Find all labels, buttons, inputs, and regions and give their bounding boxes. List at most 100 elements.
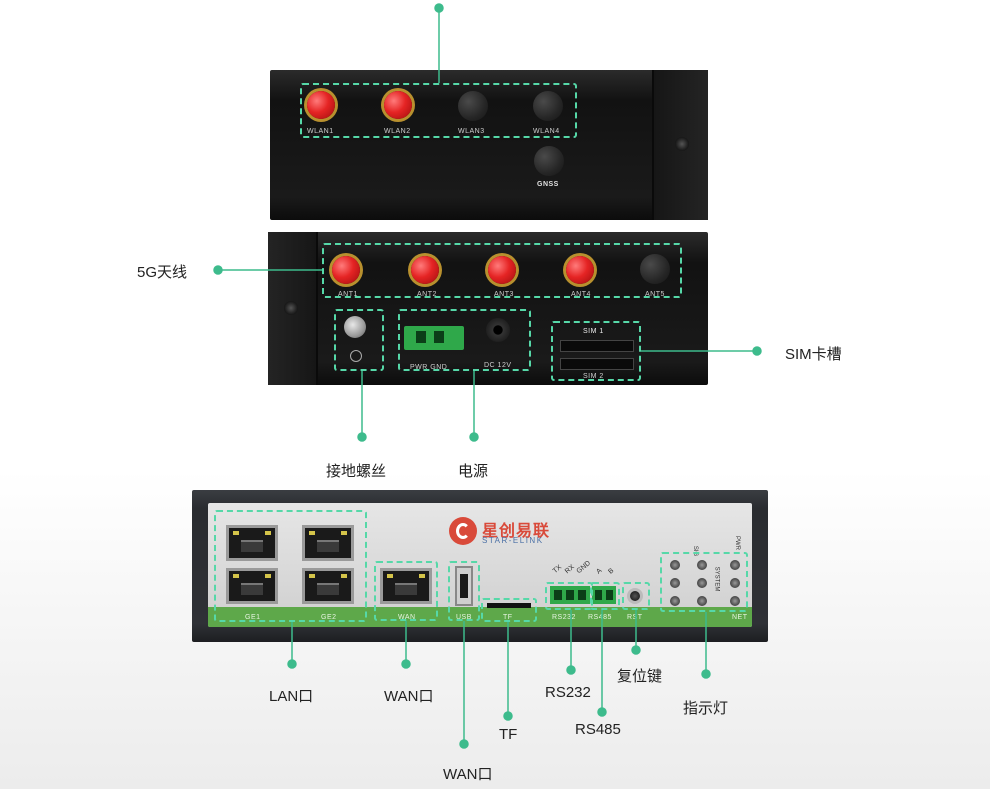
- wlan-antenna-group-outline: [300, 83, 577, 138]
- led-6-icon: [697, 596, 707, 606]
- wlan2-antenna-connector-icon: [384, 91, 412, 119]
- antenna-5g-leader-dot: [213, 265, 223, 275]
- lan-port-2-bottom-icon: [302, 568, 354, 604]
- led-8-icon: [730, 578, 740, 588]
- usb-port-icon: [455, 566, 473, 606]
- led-9-icon: [730, 596, 740, 606]
- brand-name-en: STAR-ELINK: [482, 536, 544, 545]
- callout-sim-slot: SIM卡槽: [785, 346, 842, 363]
- ant1-antenna-connector-icon: [332, 256, 360, 284]
- front-panel-green-strip: [208, 607, 752, 627]
- rst-label: RST: [627, 614, 643, 621]
- sim2-slot-icon: [560, 358, 634, 370]
- led-1-icon: [670, 560, 680, 570]
- wlan1-antenna-connector-icon: [307, 91, 335, 119]
- dc-jack-icon: [486, 318, 510, 342]
- led-4-icon: [697, 560, 707, 570]
- tf-slot-outline: [481, 598, 537, 622]
- rs232-port-label: RS232: [552, 614, 576, 621]
- callout-wan: WAN口: [384, 688, 434, 705]
- wan-port-icon: [380, 568, 432, 604]
- wlan4-label: WLAN4: [533, 128, 560, 135]
- rs485-outline: [590, 582, 620, 610]
- callout-rs485: RS485: [575, 721, 621, 738]
- callout-rs232: RS232: [545, 684, 591, 701]
- indicator-outline: [660, 552, 748, 612]
- rs232-terminal-icon: [550, 586, 590, 604]
- wan-leader-dot: [401, 659, 411, 669]
- top-device-screw-icon: [675, 137, 689, 151]
- sim1-label: SIM 1: [583, 328, 604, 335]
- power-leader-dot: [469, 432, 479, 442]
- ant3-antenna-connector-icon: [488, 256, 516, 284]
- wlan1-label: WLAN1: [307, 128, 334, 135]
- ant5-antenna-connector-icon: [640, 254, 670, 284]
- gnss-label: GNSS: [537, 181, 559, 188]
- net-led-label: NET: [732, 614, 748, 621]
- reset-outline: [622, 582, 650, 610]
- star-elink-logo-icon: [449, 517, 477, 545]
- callout-power: 电源: [458, 463, 489, 480]
- wan-port-label: WAN: [398, 614, 416, 621]
- ge2-label: GE2: [321, 614, 337, 621]
- reset-leader-dot: [631, 645, 641, 655]
- usb-label: USB: [456, 614, 472, 621]
- tf-label: TF: [503, 614, 513, 621]
- ground-screw-leader-dot: [357, 432, 367, 442]
- ground-symbol-icon: [350, 350, 362, 362]
- rs485-terminal-icon: [592, 586, 616, 604]
- 5g-antenna-group-outline: [322, 243, 682, 298]
- tf-leader-dot: [503, 711, 513, 721]
- callout-reset: 复位键: [617, 668, 663, 685]
- wlan-leader-dot: [434, 3, 444, 13]
- ge1-label: GE1: [245, 614, 261, 621]
- callout-tf: TF: [499, 726, 518, 743]
- sim-leader-dot: [752, 346, 762, 356]
- middle-device-screw-icon: [284, 301, 298, 315]
- callout-usb: WAN口: [443, 766, 493, 783]
- ant4-label: ANT4: [571, 291, 591, 298]
- led-3-icon: [670, 596, 680, 606]
- pwr-gnd-label: PWR GND: [410, 364, 448, 371]
- ant1-label: ANT1: [338, 291, 358, 298]
- rs232-outline: [545, 582, 593, 610]
- power-group-outline: [398, 309, 531, 371]
- wlan3-label: WLAN3: [458, 128, 485, 135]
- lan-port-1-top-icon: [226, 525, 278, 561]
- brand-name-cn: 星创易联: [482, 523, 551, 540]
- led-2-icon: [670, 578, 680, 588]
- usb-leader-dot: [459, 739, 469, 749]
- led-5-icon: [697, 578, 707, 588]
- callout-lan: LAN口: [269, 688, 314, 705]
- callout-5g-antenna: 5G天线: [137, 264, 188, 281]
- led-7-icon: [730, 560, 740, 570]
- indicator-leader-dot: [701, 669, 711, 679]
- ant2-label: ANT2: [417, 291, 437, 298]
- sim-slot-outline: [551, 321, 641, 381]
- ant3-label: ANT3: [494, 291, 514, 298]
- callout-indicator: 指示灯: [683, 700, 729, 717]
- ant4-antenna-connector-icon: [566, 256, 594, 284]
- rs485-leader-dot: [597, 707, 607, 717]
- power-terminal-block-icon: [404, 326, 464, 350]
- dc-12v-label: DC 12V: [484, 362, 512, 369]
- ground-screw-outline: [334, 309, 384, 371]
- ground-screw-icon: [344, 316, 366, 338]
- sim1-slot-icon: [560, 340, 634, 352]
- rs232-leader-dot: [566, 665, 576, 675]
- reset-button-icon: [630, 591, 640, 601]
- wlan4-antenna-connector-icon: [533, 91, 563, 121]
- lan-port-1-bottom-icon: [226, 568, 278, 604]
- lan-port-outline: [214, 510, 367, 622]
- rs485-port-label: RS485: [588, 614, 612, 621]
- gnss-antenna-connector-icon: [534, 146, 564, 176]
- sim2-label: SIM 2: [583, 373, 604, 380]
- usb-port-outline: [448, 561, 480, 621]
- lan-port-2-top-icon: [302, 525, 354, 561]
- tf-slot-icon: [487, 603, 531, 608]
- ant2-antenna-connector-icon: [411, 256, 439, 284]
- ant5-label: ANT5: [645, 291, 665, 298]
- lan-leader-dot: [287, 659, 297, 669]
